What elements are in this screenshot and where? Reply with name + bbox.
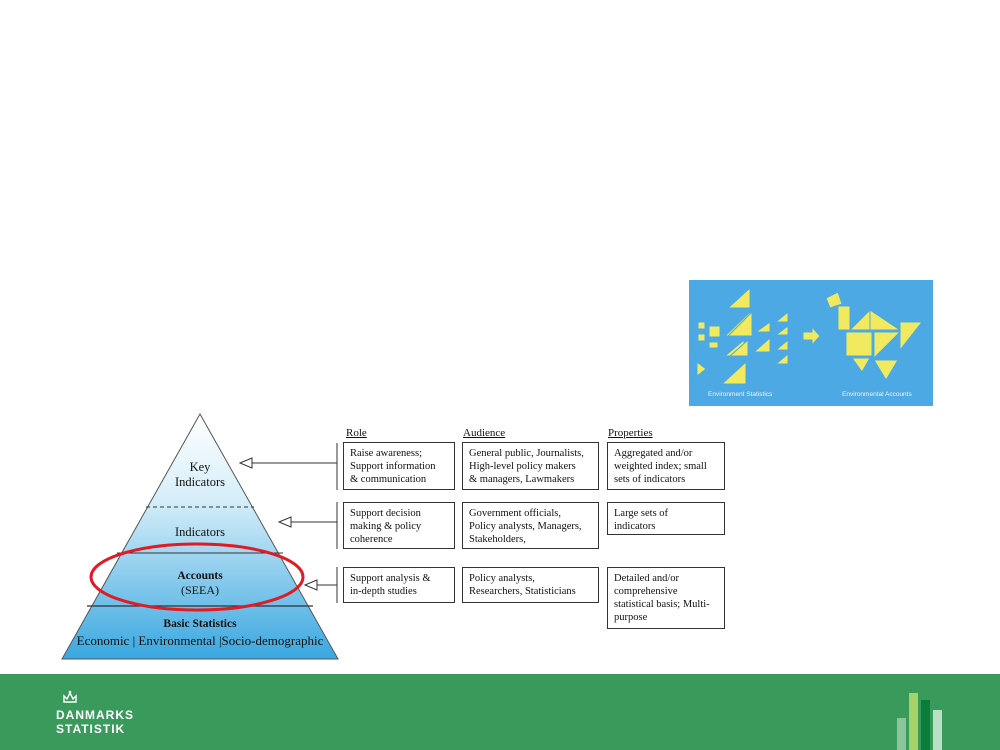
tangram-piece — [708, 341, 719, 349]
connector-arrowhead-2 — [277, 516, 292, 528]
tangram-caption-left: Environment Statistics — [708, 391, 773, 398]
cell-properties-key-indicators: Aggregated and/or weighted index; small … — [607, 442, 725, 490]
logo-bar — [909, 693, 918, 750]
pyramid-label-accounts: Accounts — [177, 570, 223, 582]
danmarks-statistik-logo: DANMARKS STATISTIK — [56, 708, 134, 736]
tangram-piece — [774, 325, 789, 336]
tangram-bird-piece — [851, 357, 871, 373]
tangram-caption-right: Environmental Accounts — [842, 391, 912, 398]
logo-bar — [897, 718, 906, 750]
accounts-highlight-ellipse — [89, 542, 305, 612]
pyramid-label-accounts-sub: (SEEA) — [181, 583, 219, 597]
diagram-canvas — [61, 280, 933, 660]
tangram-piece — [752, 336, 771, 353]
cell-audience-indicators: Government officials, Policy analysts, M… — [462, 502, 599, 549]
pyramid-shape — [61, 412, 339, 660]
tangram-piece — [697, 321, 706, 330]
tangram-bird-piece — [869, 309, 902, 331]
header-audience: Audience — [463, 427, 506, 439]
cell-audience-key-indicators: General public, Journalists, High-level … — [462, 442, 599, 490]
tangram-piece — [720, 360, 747, 385]
tangram-bird-piece — [899, 321, 924, 352]
tangram-piece — [697, 333, 706, 342]
pyramid-label-key-indicators: Key Indicators — [175, 460, 225, 489]
crown-icon — [63, 690, 77, 703]
cell-properties-accounts: Detailed and/or comprehensive statistica… — [607, 567, 725, 629]
tangram-bird-piece — [873, 359, 899, 381]
logo-bar — [921, 700, 930, 750]
logo-bars-icon — [897, 693, 942, 750]
pyramid-label-indicators: Indicators — [175, 525, 225, 539]
tangram-bird-piece — [825, 291, 843, 309]
tangram-piece — [728, 338, 749, 357]
tangram-bird-piece — [837, 305, 851, 331]
tangram-piece — [726, 310, 753, 337]
tangram-background — [689, 280, 933, 406]
pyramid-label-basic-sub: Economic | Environmental |Socio-demograp… — [76, 633, 324, 648]
tangram-bird-piece — [873, 331, 902, 360]
logo-bar — [933, 710, 942, 750]
footer-bar — [0, 674, 1000, 750]
tangram-piece — [774, 338, 789, 351]
tangram-piece — [754, 321, 771, 333]
cell-role-indicators: Support decision making & policy coheren… — [343, 502, 455, 549]
pyramid — [61, 412, 339, 660]
tangram-piece — [774, 352, 789, 365]
cell-properties-indicators: Large sets of indicators — [607, 502, 725, 535]
connectors — [238, 443, 338, 603]
connector-arrowhead-1 — [238, 457, 253, 469]
cell-audience-accounts: Policy analysts, Researchers, Statistici… — [462, 567, 599, 603]
tangram-arrow — [802, 325, 821, 347]
header-properties: Properties — [608, 427, 653, 439]
pyramid-label-basic-statistics: Basic Statistics — [163, 618, 237, 630]
tangram-piece — [708, 325, 721, 338]
header-role: Role — [346, 427, 367, 439]
tangram-image — [689, 280, 933, 406]
cell-role-key-indicators: Raise awareness; Support information & c… — [343, 442, 455, 490]
tangram-piece — [696, 360, 707, 378]
connector-arrowhead-3 — [303, 579, 318, 591]
cell-role-accounts: Support analysis & in-depth studies — [343, 567, 455, 603]
tangram-bird-piece — [845, 331, 873, 357]
tangram-piece — [726, 286, 751, 309]
tangram-piece — [774, 310, 789, 323]
